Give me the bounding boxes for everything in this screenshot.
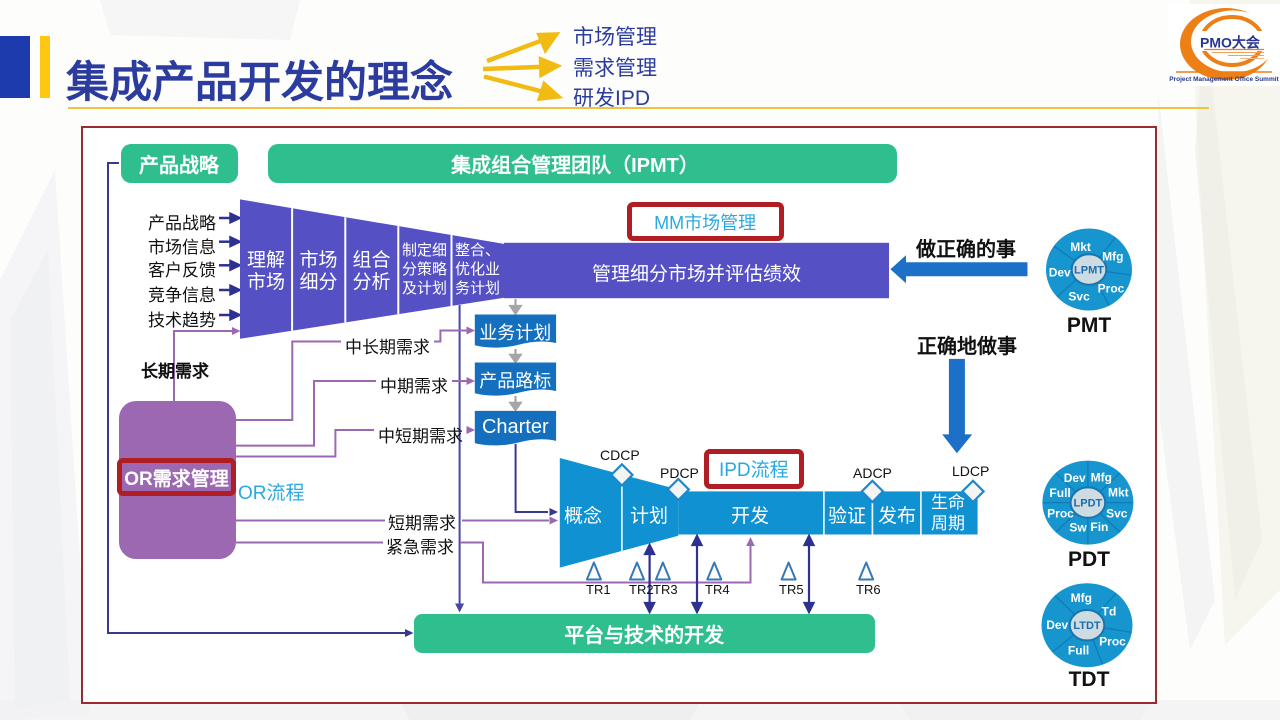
svg-text:Mfg: Mfg xyxy=(1091,471,1112,485)
svg-text:PMO大会: PMO大会 xyxy=(1200,35,1261,51)
svg-text:Svc: Svc xyxy=(1068,289,1090,303)
svg-text:Svc: Svc xyxy=(1106,507,1128,521)
svg-text:Fin: Fin xyxy=(1090,520,1108,534)
svg-text:Proc: Proc xyxy=(1098,282,1125,296)
svg-text:LPMT: LPMT xyxy=(1074,265,1104,277)
svg-text:Full: Full xyxy=(1068,644,1089,658)
svg-text:Project Management Office Summ: Project Management Office Summit xyxy=(1169,76,1279,83)
svg-text:Dev: Dev xyxy=(1064,471,1086,485)
svg-text:LTDT: LTDT xyxy=(1073,620,1101,632)
svg-text:Mkt: Mkt xyxy=(1070,240,1091,254)
svg-text:Mfg: Mfg xyxy=(1071,591,1092,605)
svg-text:Dev: Dev xyxy=(1049,265,1071,279)
svg-text:Proc: Proc xyxy=(1047,507,1074,521)
svg-text:Dev: Dev xyxy=(1046,618,1068,632)
svg-text:Mkt: Mkt xyxy=(1108,486,1129,500)
svg-text:LPDT: LPDT xyxy=(1074,498,1103,510)
svg-text:Sw: Sw xyxy=(1069,520,1087,534)
svg-text:Mfg: Mfg xyxy=(1102,250,1123,264)
svg-text:Td: Td xyxy=(1102,605,1117,619)
svg-text:Full: Full xyxy=(1049,486,1070,500)
svg-text:Proc: Proc xyxy=(1099,635,1126,649)
